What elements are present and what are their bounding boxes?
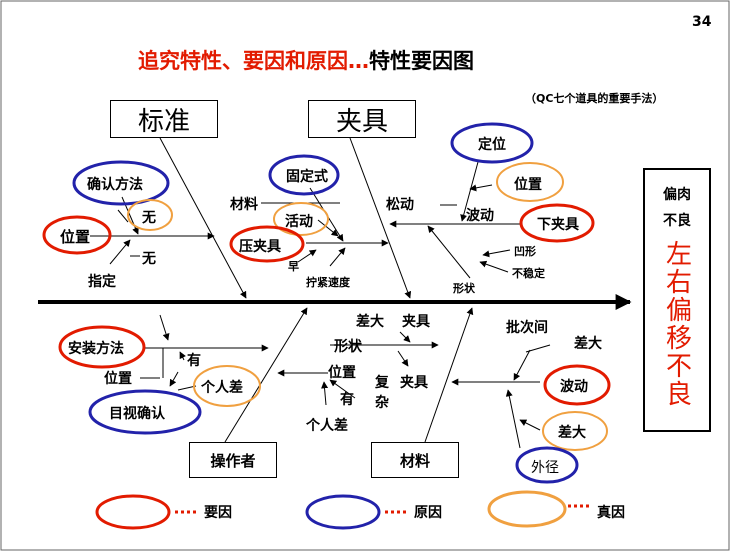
legend-true-swatch	[487, 490, 567, 528]
label-position-4: 位置	[328, 365, 356, 381]
label-early: 早	[288, 260, 299, 273]
legend-factor-label: 要因	[204, 505, 232, 521]
subtitle: （QC七个道具的重要手法）	[525, 92, 664, 105]
ellipses	[42, 122, 611, 484]
label-unstable: 不稳定	[512, 267, 545, 280]
label-complex-2: 杂	[375, 395, 389, 411]
ellipse-cause-fixed-type	[268, 154, 340, 196]
legend-cause-label: 原因	[414, 505, 442, 521]
label-material: 材料	[230, 197, 258, 213]
label-confirm-method: 确认方法	[87, 177, 143, 193]
page-title: 追究特性、要因和原因…特性要因图	[138, 45, 474, 75]
effect-top: 偏肉	[663, 187, 691, 203]
ellipse-cause-confirm-method	[72, 160, 170, 206]
title-black: 特性要因图	[369, 49, 474, 73]
label-dent: 凹形	[514, 245, 536, 258]
label-visual-confirm: 目视确认	[109, 406, 165, 422]
legend-factor-swatch	[95, 494, 171, 530]
ellipse-true-none	[127, 199, 173, 231]
ellipse-cause-visual-confirm	[88, 389, 202, 435]
label-locate: 定位	[478, 137, 506, 153]
legend-true-cause-label: 真因	[597, 505, 625, 521]
label-personal-diff: 个人差	[201, 380, 243, 396]
label-none-2: 无	[142, 251, 156, 267]
page-number: 34	[692, 14, 712, 30]
label-shape: 形状	[453, 282, 475, 295]
label-complex-1: 复	[375, 375, 389, 391]
label-big-diff-2: 差大	[574, 336, 602, 352]
effect-mid: 不良	[663, 213, 691, 229]
label-fixed-type: 固定式	[286, 169, 328, 185]
ellipse-true-big-diff	[542, 411, 608, 451]
label-big-diff: 差大	[356, 314, 384, 330]
label-lower-fixture: 下夹具	[537, 217, 579, 233]
label-fixture-3: 夹具	[400, 375, 428, 391]
label-movable: 活动	[285, 214, 313, 230]
label-outer-diameter: 外径	[531, 460, 559, 476]
ellipse-factor-install-method	[58, 325, 146, 369]
category-material: 材料	[371, 442, 459, 478]
label-none: 无	[142, 210, 156, 226]
label-shape-2: 形状	[334, 339, 362, 355]
category-fixture: 夹具	[308, 100, 416, 138]
ellipse-cause-locate	[450, 122, 534, 164]
label-personal-diff-2: 个人差	[306, 418, 348, 434]
category-operator: 操作者	[189, 442, 277, 478]
title-red: 追究特性、要因和原因…	[138, 49, 369, 73]
label-clamp: 压夹具	[239, 239, 281, 255]
ellipse-cause-outer-diameter	[515, 446, 579, 484]
label-position: 位置	[60, 228, 91, 246]
legend-cause-swatch	[305, 494, 381, 530]
label-fluctuate: 波动	[466, 208, 494, 224]
label-have-2: 有	[340, 392, 354, 408]
label-designate: 指定	[88, 274, 116, 290]
ellipse-true-movable	[273, 202, 329, 236]
category-standard: 标准	[110, 100, 218, 138]
label-fluctuate-2: 波动	[560, 379, 588, 395]
ellipse-true-personal-diff	[193, 365, 261, 407]
label-position-2: 位置	[514, 177, 542, 193]
ellipse-true-position	[496, 162, 564, 202]
label-between-batches: 批次间	[506, 320, 548, 336]
ellipse-factor-position	[42, 215, 112, 255]
label-tighten-speed: 拧紧速度	[306, 276, 350, 289]
label-fixture: 夹具	[402, 314, 430, 330]
ellipse-factor-lower-fixture	[519, 203, 595, 243]
effect-box: 偏肉 不良 左右偏移不良	[643, 168, 711, 432]
label-position-3: 位置	[104, 371, 132, 387]
label-big-diff-3: 差大	[558, 425, 586, 441]
label-loose: 松动	[386, 197, 414, 213]
label-have: 有	[187, 353, 201, 369]
legend	[95, 490, 590, 530]
ellipse-factor-clamp	[229, 225, 305, 263]
label-install-method: 安装方法	[68, 341, 124, 357]
ellipse-factor-fluctuate	[543, 364, 611, 406]
effect-red: 左右偏移不良	[661, 240, 692, 408]
